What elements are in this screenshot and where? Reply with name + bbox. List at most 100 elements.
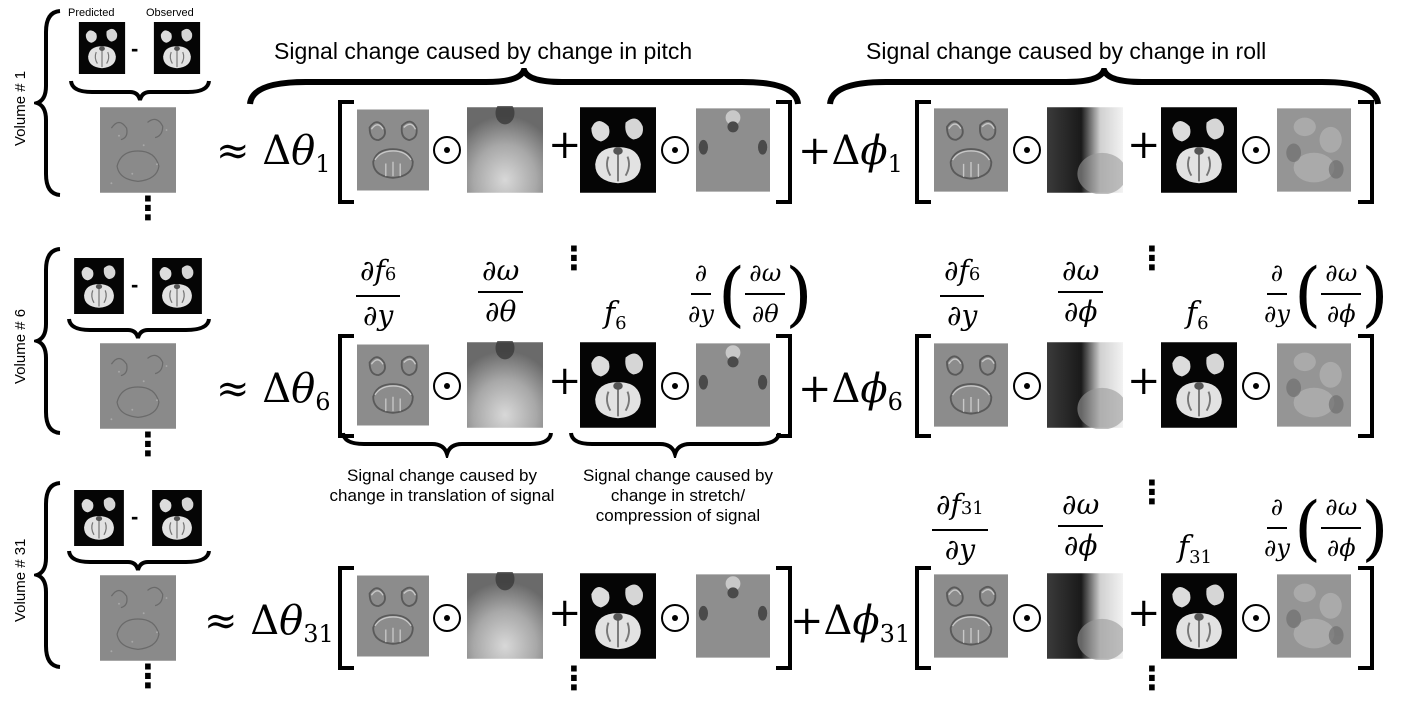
signal-image (580, 341, 656, 429)
delta-symbol: Δ (823, 598, 853, 644)
delta-symbol: Δ (262, 366, 292, 412)
observed-image (150, 258, 204, 314)
df31-dy-fraction: ∂f31 ∂y (932, 488, 988, 567)
theta-symbol: θ (279, 598, 304, 644)
bracket-right (1358, 566, 1374, 670)
translation-image (934, 341, 1008, 429)
partial-y-denominator: ∂y (1264, 300, 1290, 328)
f6-label: f6 (1186, 296, 1209, 334)
f-subscript: 6 (384, 264, 397, 285)
difference-image (100, 574, 176, 662)
bracket-right (776, 100, 792, 204)
dtheta-denominator: ∂θ (751, 300, 779, 328)
volume-6-brace (34, 247, 61, 435)
dphi-denominator: ∂ϕ (1063, 529, 1098, 562)
d-dy-domega-dphi: ∂ ∂y ( ∂ω ∂ϕ ) (1260, 256, 1389, 331)
pair-brace (67, 550, 211, 571)
hadamard-operator (1013, 604, 1041, 632)
bracket-right (1358, 334, 1374, 438)
row2-lhs: ≈ Δθ6 (216, 366, 331, 416)
theta-symbol: θ (291, 128, 316, 174)
predicted-label: Predicted (68, 7, 115, 19)
delta-symbol: Δ (262, 128, 292, 174)
signal-image (1161, 106, 1237, 194)
theta-subscript: 1 (315, 150, 331, 178)
signal-image (580, 572, 656, 660)
volume-31-brace (34, 481, 61, 669)
difference-image (100, 106, 176, 194)
delta-symbol: Δ (831, 366, 861, 412)
vdots: ⋮ (132, 657, 164, 695)
stretch-image (696, 106, 770, 194)
f-subscript: 31 (1189, 547, 1213, 568)
stretch-image (1277, 341, 1351, 429)
stretch-image (1277, 572, 1351, 660)
delta-symbol: Δ (250, 598, 280, 644)
translation-image (357, 341, 429, 429)
pair-brace (69, 80, 211, 101)
domega-numerator: ∂ω (478, 254, 524, 293)
observed-image (150, 490, 204, 546)
phi-subscript: 1 (887, 150, 903, 178)
translation-image (934, 106, 1008, 194)
hadamard-operator (1013, 136, 1041, 164)
partial-symbol: ∂ (1266, 490, 1288, 529)
translation-brace (341, 432, 553, 458)
hadamard-operator (1242, 136, 1270, 164)
phi-subscript: 31 (879, 620, 911, 648)
volume-1-label: Volume # 1 (12, 70, 29, 146)
f-symbol: f (604, 296, 616, 331)
translation-image (357, 106, 429, 194)
row1-lhs: ≈ Δθ1 (216, 128, 331, 178)
volume-1-brace (34, 9, 61, 197)
pitch-field-image (467, 572, 543, 660)
predicted-image (77, 22, 127, 74)
hadamard-operator (433, 604, 461, 632)
approx-symbol: ≈ (216, 366, 250, 412)
minus-sign: - (131, 504, 139, 529)
volume-6-label: Volume # 6 (12, 308, 29, 384)
dphi-denominator: ∂ϕ (1326, 534, 1356, 562)
phi-symbol: ϕ (860, 128, 888, 174)
plus-sign: + (790, 598, 824, 644)
domega-dphi-fraction: ∂ω ∂ϕ (1058, 488, 1104, 563)
minus-sign: - (131, 36, 139, 61)
partial-y-denominator: ∂y (944, 533, 976, 566)
domega-numerator: ∂ω (1321, 490, 1362, 529)
difference-image (100, 342, 176, 430)
approx-symbol: ≈ (216, 128, 250, 174)
domega-dphi-fraction: ∂ω ∂ϕ (1058, 254, 1104, 329)
partial-y-denominator: ∂y (947, 299, 978, 332)
pitch-brace (247, 68, 801, 105)
f-symbol: f (1178, 530, 1190, 565)
partial-f-numerator: ∂f (360, 254, 385, 287)
partial-symbol: ∂ (690, 256, 712, 295)
df6-dy-fraction: ∂f6 ∂y (356, 254, 401, 333)
stretch-brace (569, 432, 781, 458)
f31-label: f31 (1178, 530, 1213, 568)
phi-symbol: ϕ (860, 366, 888, 412)
hadamard-operator (433, 136, 461, 164)
bracket-left (915, 566, 931, 670)
bracket-right (1358, 100, 1374, 204)
signal-image (580, 106, 656, 194)
plus-sign: + (548, 590, 582, 636)
bracket-right (776, 566, 792, 670)
translation-image (934, 572, 1008, 660)
bracket-right (776, 334, 792, 438)
stretch-image (696, 341, 770, 429)
f-subscript: 6 (968, 264, 981, 285)
df6-dy-fraction: ∂f6 ∂y (940, 254, 985, 333)
plus-sign: + (1127, 590, 1161, 636)
vdots: ⋮ (558, 659, 590, 697)
dphi-denominator: ∂ϕ (1063, 295, 1098, 328)
f-subscript: 31 (960, 498, 984, 519)
f-subscript: 6 (615, 313, 627, 334)
vdots: ⋮ (1136, 473, 1168, 511)
predicted-image (73, 490, 125, 546)
d-dy-domega-dtheta: ∂ ∂y ( ∂ω ∂θ ) (684, 256, 813, 331)
hadamard-operator (661, 372, 689, 400)
hadamard-operator (661, 604, 689, 632)
dphi-denominator: ∂ϕ (1326, 300, 1356, 328)
hadamard-operator (433, 372, 461, 400)
